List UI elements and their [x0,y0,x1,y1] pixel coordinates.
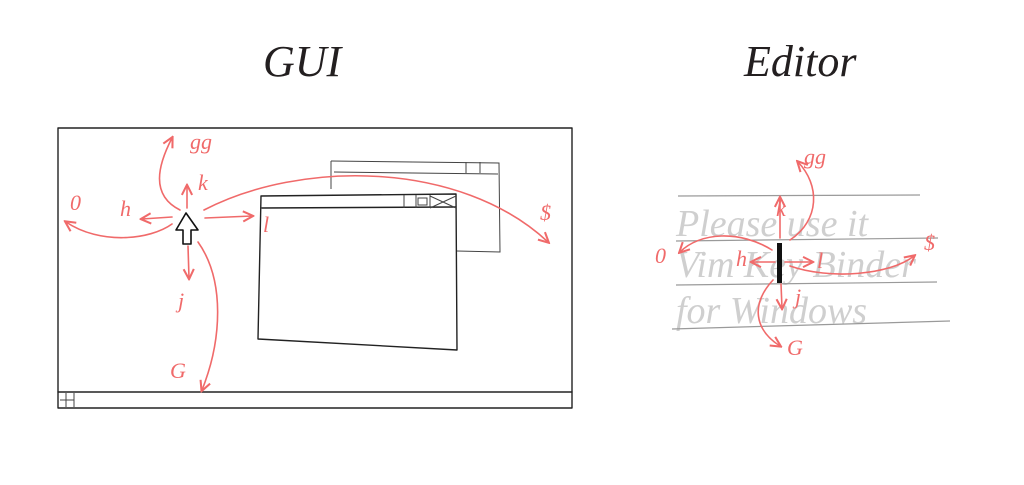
screen-frame [57,127,573,409]
gui-title: GUI [263,37,342,86]
editor-key-h: h [736,246,747,271]
arrow-h [142,217,173,219]
editor-arrow-j [781,283,782,308]
arrow-j [188,245,189,278]
close-icon [429,195,457,209]
editor-key-dollar: $ [924,230,935,255]
mouse-cursor-icon [175,212,199,245]
watermark-line-2: Vim Key Binder [676,244,916,286]
gui-screen: gg k h l 0 $ j G [57,127,573,409]
gui-key-l: l [263,212,269,237]
text-line [675,237,939,242]
arrow-G [197,241,219,390]
arrow-gg [158,138,181,211]
editor-key-zero: 0 [655,243,666,268]
text-line [677,194,921,197]
arrow-dollar [203,174,548,242]
editor-key-j: j [792,284,801,309]
editor-key-G: G [787,335,803,360]
editor-arrow-G [757,279,780,346]
arrow-l [204,216,252,218]
arrow-zero [66,222,173,239]
editor-title: Editor [744,37,857,86]
start-button-icon [60,393,75,407]
editor-arrow-dollar [789,256,914,275]
front-window [257,193,458,351]
gui-key-zero: 0 [70,190,81,215]
text-line [671,320,951,330]
text-caret-icon [777,243,782,283]
editor-key-l: l [817,248,823,273]
gui-key-j: j [175,288,184,313]
editor-key-k: k [776,196,787,221]
maximize-icon [417,197,428,206]
editor-arrow-zero [680,235,773,252]
gui-key-gg: gg [190,129,212,154]
editor-arrow-gg [789,162,815,241]
gui-key-k: k [198,170,209,195]
text-line [675,281,938,286]
gui-key-G: G [170,358,186,383]
watermark-line-3: for Windows [676,290,867,332]
editor-area: Please use it Vim Key Binder for Windows… [655,144,951,360]
gui-key-dollar: $ [540,200,551,225]
gui-key-h: h [120,196,131,221]
editor-key-gg: gg [804,144,826,169]
